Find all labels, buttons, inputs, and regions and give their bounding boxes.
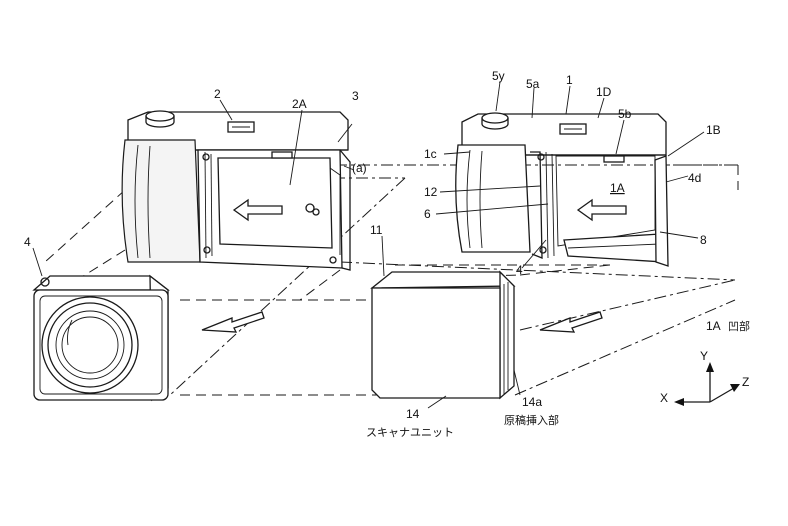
label-a: (a) [352, 161, 367, 175]
axis-indicator: Y X Z [660, 349, 749, 406]
label-1D: 1D [596, 85, 612, 99]
label-scanner-unit: スキャナユニット [366, 426, 454, 439]
legend-code: 1A [706, 319, 721, 333]
label-2A: 2A [292, 97, 307, 111]
label-11: 11 [370, 223, 383, 237]
part-labels: 2 2A 3 (a) 4 11 5y 5a 1 1D 5b 1B 1c 12 6… [24, 69, 721, 439]
label-4-right: 4 [516, 263, 523, 277]
label-5y: 5y [492, 69, 505, 83]
label-slot: 原稿挿入部 [504, 413, 559, 427]
camera-body-left [121, 110, 351, 271]
projection-lines [44, 164, 739, 396]
label-14: 14 [406, 407, 420, 421]
label-2: 2 [214, 87, 221, 101]
label-1c: 1c [424, 147, 437, 161]
label-1: 1 [566, 73, 573, 87]
lens-unit [32, 274, 170, 402]
label-4d: 4d [688, 171, 701, 185]
label-4-lens: 4 [24, 235, 31, 249]
label-8: 8 [700, 233, 707, 247]
label-1B: 1B [706, 123, 721, 137]
axis-z-label: Z [742, 375, 749, 389]
attach-arrow-left [201, 311, 265, 333]
label-14a: 14a [522, 395, 542, 409]
label-6: 6 [424, 207, 431, 221]
label-5b: 5b [618, 107, 632, 121]
label-12: 12 [424, 185, 438, 199]
label-5a: 5a [526, 77, 540, 91]
axis-x-label: X [660, 391, 668, 405]
label-1A: 1A [610, 181, 625, 195]
label-3: 3 [352, 89, 359, 103]
camera-body-right [455, 112, 669, 267]
legend-meaning: 凹部 [728, 319, 750, 333]
scanner-unit [370, 270, 516, 400]
axis-y-label: Y [700, 349, 708, 363]
leader-lines [32, 81, 705, 409]
legend: 1A 凹部 [706, 319, 750, 333]
attach-arrow-right [539, 311, 603, 333]
